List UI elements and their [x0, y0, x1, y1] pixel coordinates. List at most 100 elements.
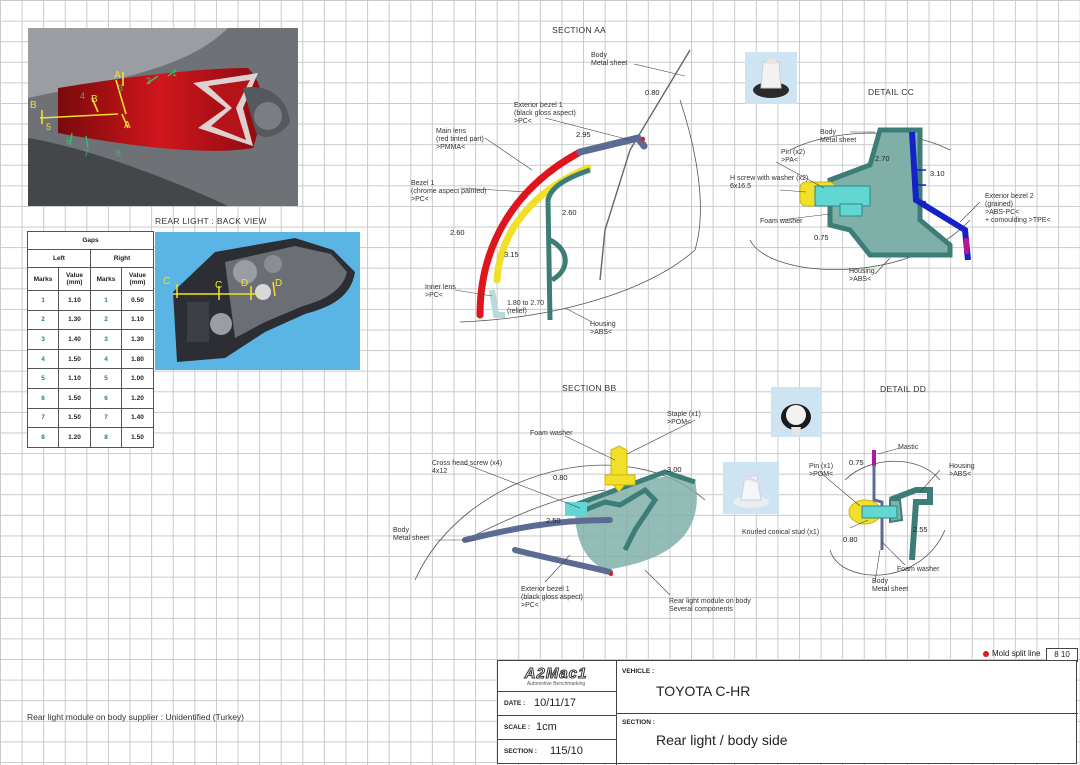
gaps-table: Gaps Left Right Marks Value (mm) Marks V…	[27, 231, 154, 448]
aa-body-metal-label: Body Metal sheet	[591, 52, 628, 67]
bb-dim-300: 3.00	[667, 465, 682, 474]
col-left-marks: Marks	[27, 267, 59, 291]
date-key: DATE :	[504, 700, 526, 707]
gaps-left-header: Left	[27, 249, 91, 268]
rear-light-back-view: C C D D	[155, 232, 360, 370]
vehicle-value: TOYOTA C-HR	[656, 683, 751, 699]
col-right-value: Value (mm)	[121, 267, 154, 291]
staple-photo-bb-drawing	[733, 475, 769, 508]
mark-number-4: 4	[80, 91, 86, 101]
mark-letter-a-bottom: A	[124, 120, 131, 131]
aa-dim-295: 2.95	[576, 130, 591, 139]
aa-relief-label: 1.80 to 2.70 (relief)	[507, 300, 544, 315]
aa-dim-315: 3.15	[504, 250, 519, 259]
cc-body-metal-label: Body Metal sheet	[820, 129, 857, 144]
mark-number-6: 6	[66, 136, 72, 146]
pin-photo-cc-drawing	[753, 58, 789, 98]
section-aa-drawing	[454, 49, 701, 323]
section2-key: SECTION :	[622, 719, 655, 726]
mold-split-label: Mold split line	[992, 649, 1041, 658]
section-value: 115/10	[550, 745, 583, 757]
gaps-cell-rm: 7	[90, 407, 122, 429]
gaps-cell-lv: 1.50	[58, 387, 91, 409]
mark-letter-b-mid: B	[91, 94, 98, 105]
pin-photo-cc	[745, 52, 797, 104]
aa-dim-260-housing: 2.60	[562, 208, 577, 217]
dd-pin-label: Pin (x1) >POM<	[809, 463, 834, 478]
back-view-drawing	[173, 238, 355, 362]
logo-subtitle: Automotive Benchmarking	[526, 681, 586, 687]
scale-key: SCALE :	[504, 724, 530, 731]
dd-foam-label: Foam washer	[897, 566, 940, 573]
gaps-cell-lm: 4	[27, 348, 59, 370]
gaps-cell-rm: 2	[90, 309, 122, 331]
cc-foam-label: Foam washer	[760, 218, 803, 225]
col-right-marks: Marks	[90, 267, 122, 291]
logo-text: A2Mac1	[524, 665, 588, 682]
section-key: SECTION :	[504, 748, 537, 755]
staple-photo-bb	[723, 462, 779, 514]
scale-value: 1cm	[536, 721, 557, 733]
dd-body-metal-label: Body Metal sheet	[872, 578, 909, 593]
gaps-cell-lm: 3	[27, 329, 59, 350]
bb-dim-250: 2.50	[546, 516, 561, 525]
aa-bezel1-label: Bezel 1 (chrome aspect painted) >PC<	[411, 180, 487, 203]
gaps-cell-lv: 1.50	[58, 348, 91, 370]
bb-dim-080: 0.80	[553, 473, 568, 482]
dd-dim-255: 2.55	[913, 525, 928, 534]
split-dot-aa	[640, 136, 646, 142]
detail-cc-title: DETAIL CC	[868, 87, 915, 97]
supplier-note: Rear light module on body supplier : Uni…	[27, 712, 245, 722]
cc-h-screw-label: H screw with washer (x2) 6x16.5	[730, 175, 809, 190]
gaps-cell-rm: 3	[90, 329, 122, 350]
mark-number-2: 2	[146, 76, 152, 86]
cc-pin-label: Pin (x2) >PA<	[781, 149, 806, 164]
bb-cross-screw-label: Cross head screw (x4) 4x12	[432, 460, 503, 475]
cc-dim-075: 0.75	[814, 233, 829, 242]
vehicle-key: VEHICLE :	[622, 668, 655, 675]
gaps-cell-lm: 7	[27, 407, 59, 429]
detail-cc-drawing	[749, 127, 981, 275]
gaps-cell-rv: 1.00	[121, 368, 154, 389]
gaps-cell-rm: 8	[90, 427, 122, 448]
cc-ext-bezel2-label: Exterior bezel 2 (grained) >ABS-PC< + co…	[985, 193, 1051, 224]
gaps-cell-lv: 1.10	[58, 290, 91, 311]
gaps-cell-rv: 0.50	[121, 290, 154, 311]
gaps-cell-rv: 1.20	[121, 387, 154, 409]
mark-number-8: 8	[116, 148, 122, 158]
gaps-cell-lm: 2	[27, 309, 59, 331]
aa-inner-lens-label: Inner lens >PC<	[425, 284, 456, 299]
detail-dd-drawing	[820, 447, 946, 583]
bb-body-metal-label: Body Metal sheet	[393, 527, 430, 542]
section-bb-title: SECTION BB	[562, 383, 617, 393]
mark-letter-a-top: A	[114, 70, 121, 81]
gaps-cell-lv: 1.50	[58, 407, 91, 429]
col-left-value: Value (mm)	[58, 267, 91, 291]
mold-split-dot-icon	[983, 650, 989, 657]
dd-dim-080: 0.80	[843, 535, 858, 544]
aa-main-lens-label: Main lens (red tinted part) >PMMA<	[436, 128, 484, 151]
gaps-cell-lm: 1	[27, 290, 59, 311]
gaps-cell-lm: 5	[27, 368, 59, 389]
cc-housing-label: Housing >ABS<	[849, 268, 875, 283]
gaps-cell-rm: 5	[90, 368, 122, 389]
company-logo: A2Mac1 Automotive Benchmarking	[506, 666, 606, 688]
mark-number-3: 3	[118, 83, 124, 93]
bb-staple-label: Staple (x1) >POM<	[667, 411, 701, 426]
mark-number-1: 1	[172, 68, 178, 78]
back-mark-c-left: C	[163, 276, 171, 287]
gaps-cell-lm: 6	[27, 387, 59, 409]
gaps-cell-lv: 1.10	[58, 368, 91, 389]
gaps-cell-rm: 1	[90, 290, 122, 311]
date-value: 10/11/17	[534, 697, 577, 709]
bb-foam-label: Foam washer	[530, 430, 573, 437]
aa-dim-260-lens: 2.60	[450, 228, 465, 237]
dd-housing-label: Housing >ABS<	[949, 463, 975, 478]
